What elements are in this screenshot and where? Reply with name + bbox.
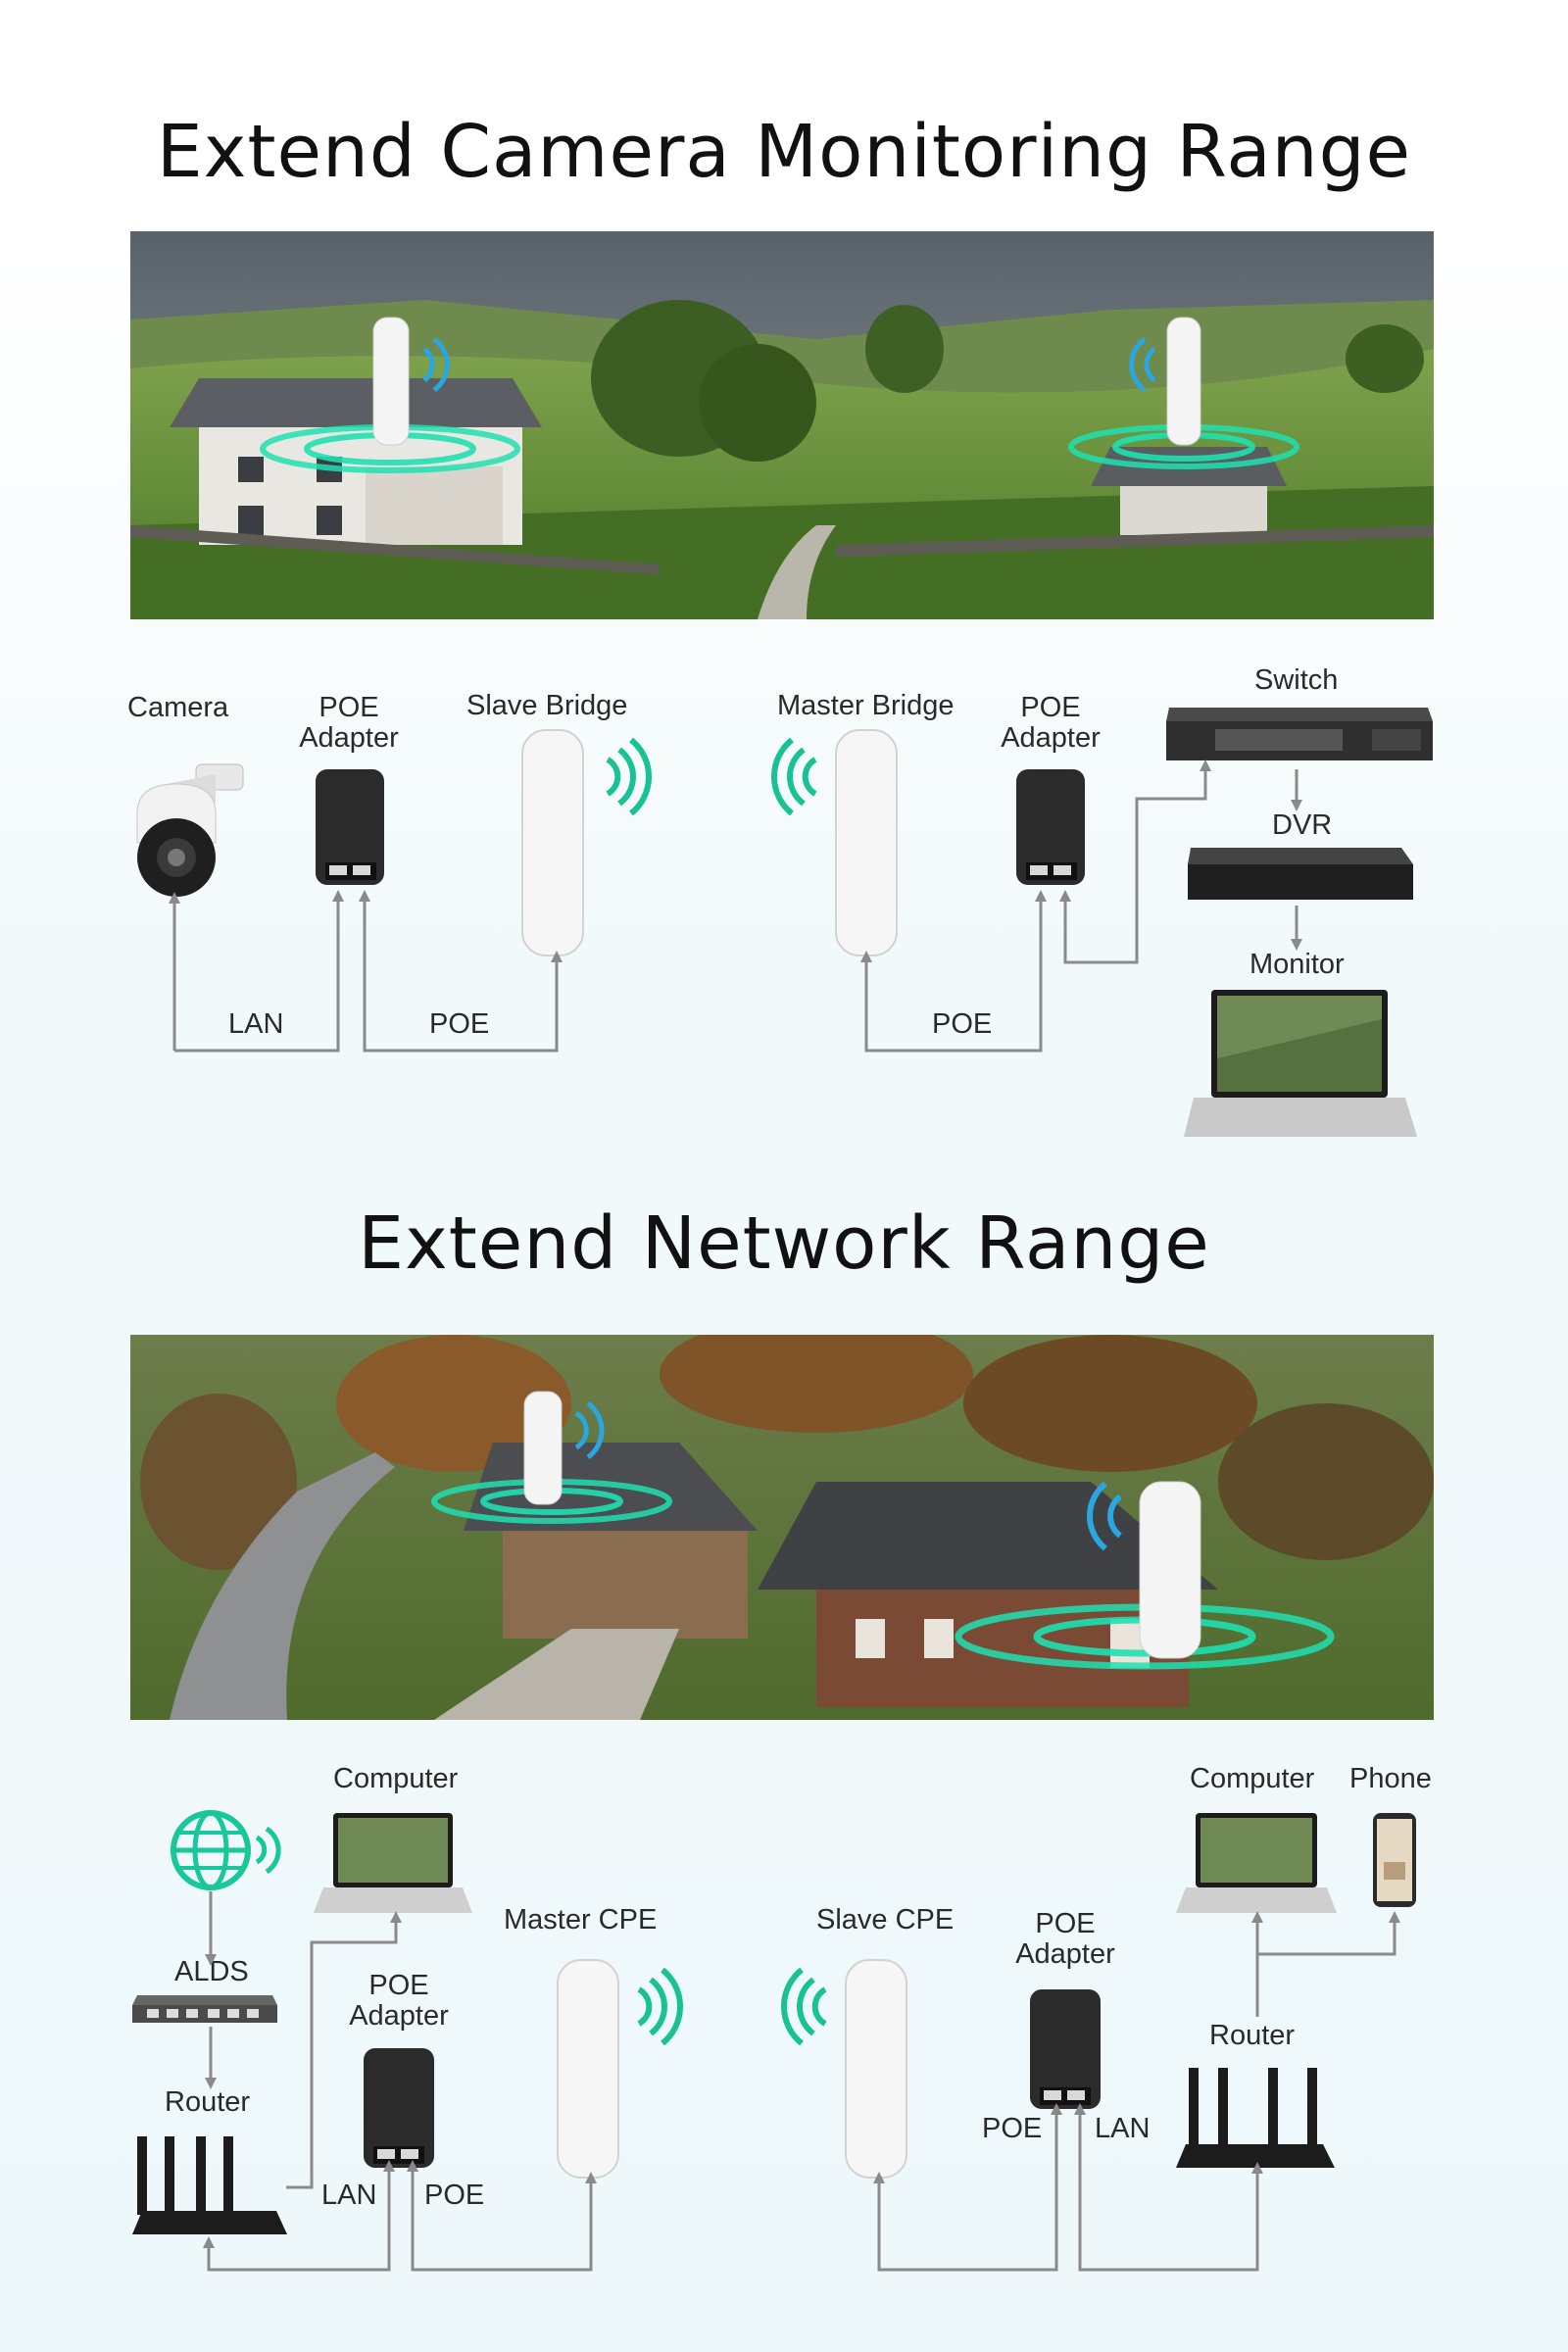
poe-adapter-icon-1 — [316, 769, 384, 885]
laptop-icon-right — [1176, 1813, 1337, 1913]
alds-switch-icon — [132, 1995, 277, 2023]
slave-bridge-icon — [521, 729, 652, 956]
poe-adapter-icon-right — [1030, 1989, 1101, 2109]
label-poe-left: POE — [429, 1008, 490, 1040]
label-computer-left: Computer — [333, 1763, 459, 1794]
label-master-bridge: Master Bridge — [777, 690, 955, 721]
section1-title: Extend Camera Monitoring Range — [156, 110, 1412, 194]
slave-cpe-icon — [781, 1959, 907, 2179]
label-poe-adapter-right: POE Adapter — [1015, 1908, 1115, 1970]
master-cpe-icon — [557, 1959, 683, 2179]
master-bridge-icon — [771, 729, 898, 956]
label-router-left: Router — [165, 2086, 251, 2118]
dvr-icon — [1188, 848, 1413, 900]
poe-adapter-icon-2 — [1016, 769, 1085, 885]
label-lan-left: LAN — [321, 2180, 377, 2211]
label-slave-bridge: Slave Bridge — [466, 690, 628, 721]
router-icon-right — [1176, 2068, 1335, 2168]
laptop-icon-left — [314, 1813, 472, 1913]
countryside-scene-image — [130, 231, 1434, 619]
network-switch-icon — [1166, 708, 1433, 760]
label-poe-adapter-2: POE Adapter — [1001, 692, 1101, 754]
label-slave-cpe: Slave CPE — [816, 1904, 955, 1936]
label-lan: LAN — [228, 1008, 284, 1040]
label-router-right: Router — [1209, 2020, 1296, 2051]
label-switch: Switch — [1254, 664, 1339, 696]
suburban-scene-image — [130, 1335, 1434, 1720]
laptop-monitor-icon — [1184, 990, 1417, 1137]
label-dvr: DVR — [1272, 809, 1333, 841]
label-poe-right: POE — [932, 1008, 993, 1040]
globe-icon — [171, 1810, 281, 1890]
label-master-cpe: Master CPE — [504, 1904, 658, 1936]
phone-icon — [1373, 1813, 1416, 1907]
label-poe-left-2: POE — [424, 2180, 485, 2211]
label-phone: Phone — [1349, 1763, 1432, 1794]
label-lan-right: LAN — [1095, 2113, 1151, 2144]
label-camera: Camera — [127, 692, 229, 723]
label-poe-adapter-left: POE Adapter — [349, 1970, 449, 2032]
label-poe-right-2: POE — [982, 2113, 1043, 2144]
router-icon-left — [132, 2136, 287, 2234]
label-poe-adapter-1: POE Adapter — [299, 692, 399, 754]
section2-title: Extend Network Range — [358, 1201, 1210, 1286]
label-monitor: Monitor — [1250, 949, 1345, 980]
poe-adapter-icon-left — [364, 2048, 434, 2168]
label-computer-right: Computer — [1190, 1763, 1315, 1794]
ptz-camera-icon — [136, 763, 244, 897]
